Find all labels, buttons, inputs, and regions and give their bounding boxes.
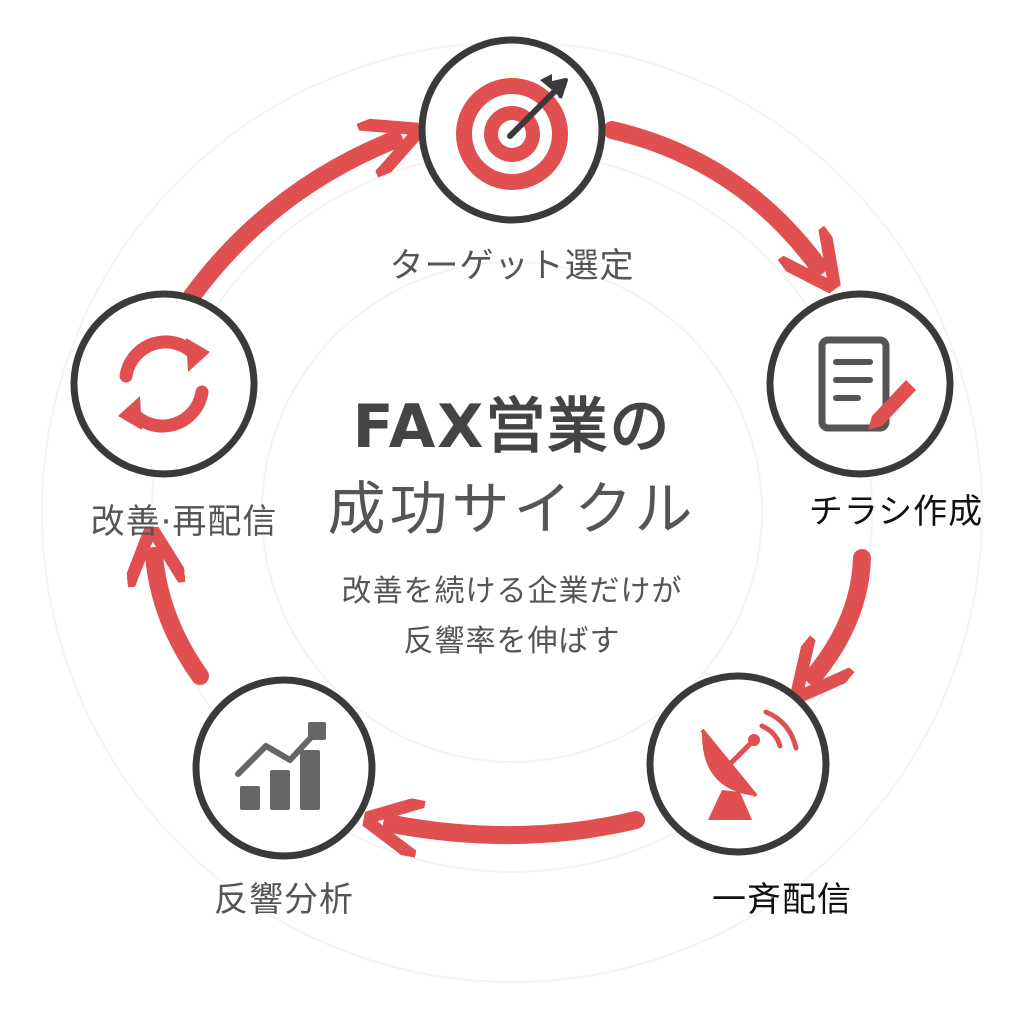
target-icon	[456, 74, 568, 190]
tagline-line-1: 改善を続ける企業だけが	[341, 574, 683, 609]
node-broadcast	[646, 672, 830, 856]
arrow-broadcast-to-analysis	[392, 820, 645, 835]
arrow-target-to-flyer	[603, 121, 818, 266]
arrow-improve-to-target	[183, 140, 394, 305]
node-analysis	[192, 676, 376, 860]
step-label-improve: 改善·再配信	[90, 502, 278, 542]
bar-chart-trend-icon	[235, 722, 326, 810]
title-line-1: FAX営業の	[352, 392, 672, 462]
tagline-line-2: 反響率を伸ばす	[403, 624, 621, 659]
document-edit-icon	[818, 336, 916, 432]
step-label-target: ターゲット選定	[389, 246, 635, 286]
satellite-dish-icon	[700, 709, 799, 820]
arrow-analysis-to-improve	[154, 556, 209, 685]
step-label-broadcast: 一斉配信	[712, 880, 852, 920]
arrow-flyer-to-broadcast	[814, 549, 871, 676]
refresh-icon	[118, 335, 210, 433]
title-line-2: 成功サイクル	[327, 475, 697, 543]
step-label-analysis: 反響分析	[214, 880, 354, 920]
node-target	[418, 36, 606, 224]
node-flyer	[766, 290, 954, 478]
step-label-flyer: チラシ作成	[808, 492, 984, 532]
cycle-arrows	[154, 121, 871, 835]
node-improve	[70, 290, 258, 478]
